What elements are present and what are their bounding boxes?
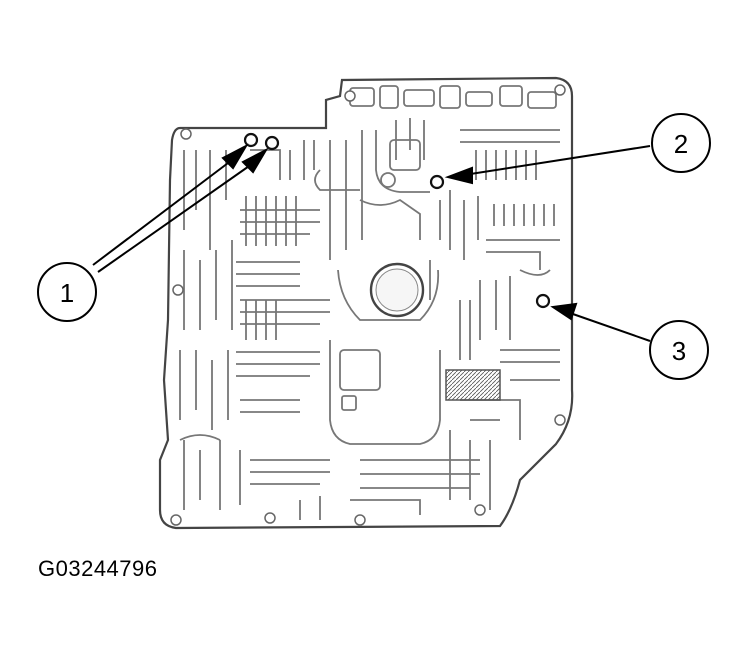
check-ball-1b [264, 135, 280, 151]
svg-text:3: 3 [672, 336, 686, 366]
leader-lines [92, 143, 651, 342]
figure-id-label: G03244796 [38, 556, 158, 581]
svg-text:2: 2 [674, 129, 688, 159]
fluid-passages [179, 85, 560, 520]
separator-plate [158, 76, 574, 530]
check-ball-2 [429, 174, 445, 190]
check-ball-3 [535, 293, 551, 309]
svg-text:1: 1 [60, 278, 74, 308]
check-ball-1a [243, 132, 259, 148]
solenoid-block [445, 369, 501, 401]
callout-2: 2 [651, 113, 711, 173]
callout-3: 3 [649, 320, 709, 380]
center-bore [369, 262, 425, 318]
check-balls [243, 132, 551, 309]
callout-1: 1 [37, 262, 97, 322]
bolt-holes [170, 84, 566, 526]
